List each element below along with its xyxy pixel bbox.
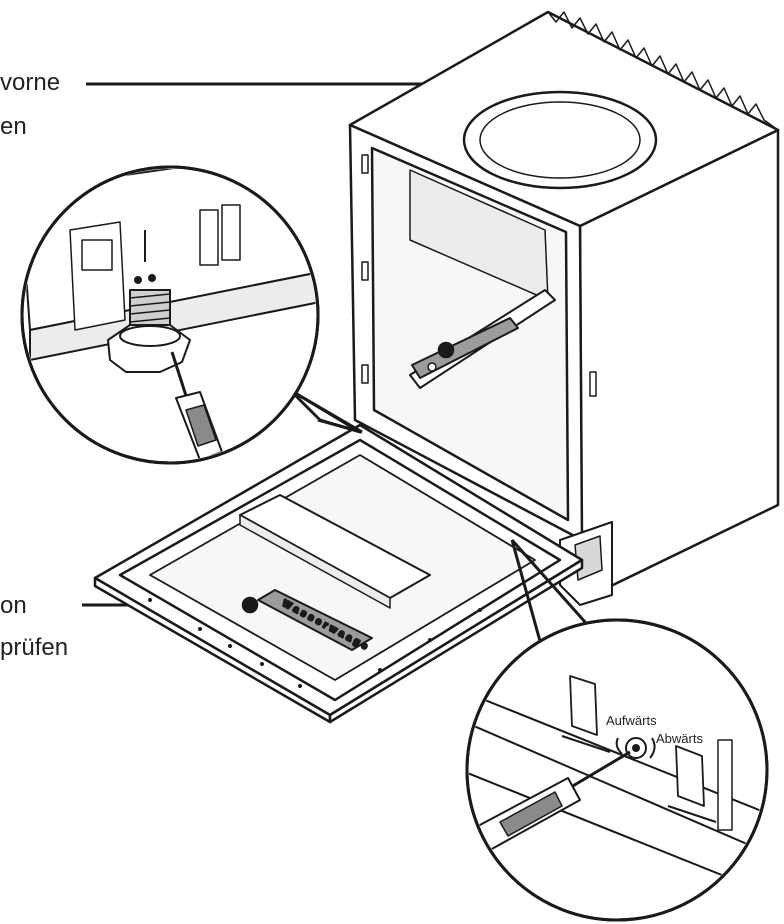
magnifier-bottom-right: Aufwärts Abwärts	[465, 539, 769, 922]
callout-top-line2: en	[0, 113, 27, 140]
front-level-bar-screw	[427, 362, 437, 372]
panel-face	[469, 689, 765, 901]
callout-top-line1: vorne	[0, 69, 60, 96]
front-level-marker	[437, 341, 455, 359]
door-rivets	[148, 598, 482, 688]
screwdriver-grip	[185, 404, 217, 447]
door-level-marker	[241, 596, 259, 614]
screwdriver-grip-br	[499, 791, 563, 837]
door-dispenser-side	[239, 514, 391, 609]
arrow-down	[649, 737, 656, 759]
housing-dot-1	[134, 276, 142, 284]
housing-panel	[69, 221, 126, 331]
side-slot-3	[361, 364, 369, 384]
front-level-bar	[411, 317, 519, 379]
callout-bottom-line1: on	[0, 592, 27, 619]
foot-thread-lines	[129, 293, 171, 323]
magnifier-top-left	[20, 165, 363, 465]
bracket-left	[569, 675, 598, 736]
housing-slot-a	[199, 209, 219, 266]
open-door: W a s s e r w a a g e	[93, 423, 584, 724]
housing-slot-b	[221, 204, 241, 261]
top-serrated-edge	[547, 11, 779, 131]
screwdriver-shaft-br	[565, 750, 631, 792]
door-level-bar	[257, 589, 373, 651]
label-down: Abwärts	[656, 731, 703, 746]
dishwasher-body	[348, 10, 780, 606]
housing-window	[81, 239, 113, 271]
label-up: Aufwärts	[606, 713, 657, 728]
side-panel-vent	[589, 371, 597, 397]
callout-bottom-line2: prüfen	[0, 634, 68, 661]
arrow-up	[615, 737, 623, 755]
side-slot-2	[361, 261, 369, 281]
screwdriver-shaft	[170, 351, 190, 403]
housing-lower	[29, 269, 316, 361]
right-strip	[717, 739, 733, 831]
housing-dot-2	[148, 274, 156, 282]
door-edge-right	[328, 558, 584, 724]
top-round-cover-inner	[479, 101, 641, 179]
bracket-right	[675, 745, 705, 807]
foot-nut-top	[119, 325, 181, 347]
adjust-screw-inner	[632, 744, 640, 752]
side-slot-1	[361, 154, 369, 174]
